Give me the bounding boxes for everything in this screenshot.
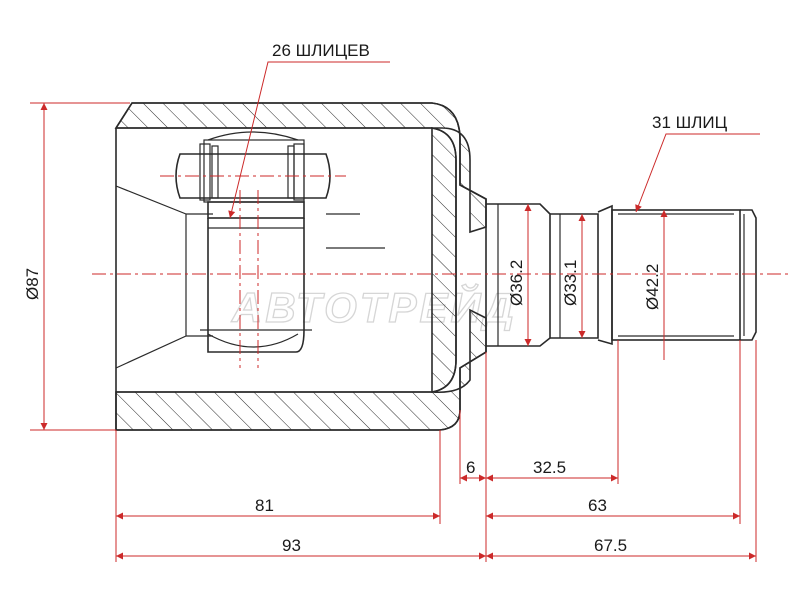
housing-inner-length-label: 81 [255,496,274,515]
seat-diameter-label: Ø33.1 [561,260,580,306]
gap-length-label: 6 [466,458,475,477]
neck-diameter-label: Ø36.2 [507,260,526,306]
output-shaft [486,203,757,347]
shaft-step-length-label: 32.5 [533,458,566,477]
watermark: АВТОТРЕЙД [231,282,517,331]
tripod-roller [160,131,346,368]
dimension-lines [30,61,760,562]
housing-diameter-label: Ø87 [23,268,42,300]
overall-left-length-label: 93 [282,536,301,555]
inner-splines-label: 26 ШЛИЦЕВ [272,41,370,60]
housing-section [114,102,487,431]
shaft-splines-label: 31 ШЛИЦ [652,113,728,132]
spline-diameter-label: Ø42.2 [643,264,662,310]
shaft-length-label: 63 [588,496,607,515]
overall-right-length-label: 67.5 [594,536,627,555]
